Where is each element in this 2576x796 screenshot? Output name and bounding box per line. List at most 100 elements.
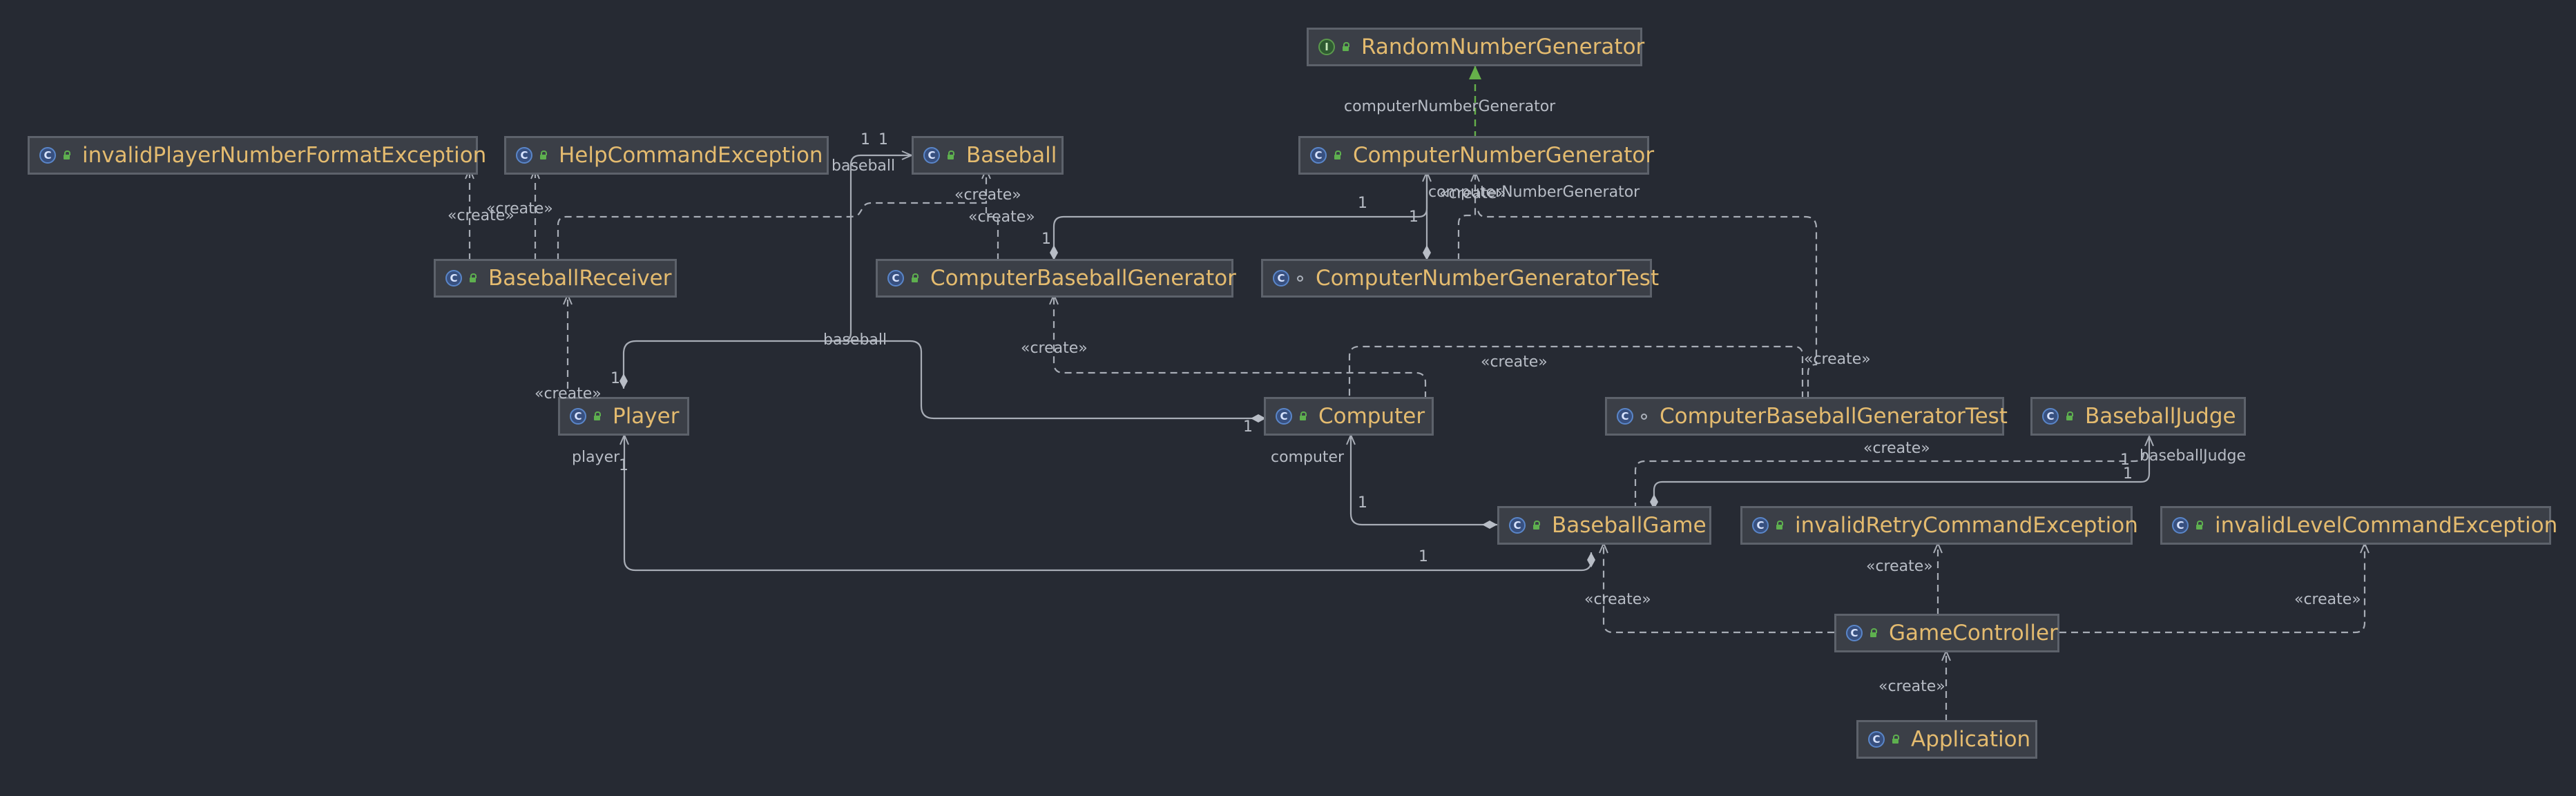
public-visibility-icon [1531,521,1541,530]
edge-label-create: «create» [1584,591,1651,608]
edge-label-role: baseball [832,157,896,175]
class-icon: C [2042,408,2059,425]
class-icon: C [1617,408,1633,425]
edge-label-multiplicity: 1 [619,457,628,474]
edge-label-multiplicity: 1 [1419,548,1428,565]
edge-label-create: «create» [954,186,1021,204]
public-visibility-icon [538,151,548,160]
association-edge [624,155,912,389]
package-visibility-icon [1639,411,1649,421]
class-name: ComputerNumberGeneratorTest [1316,266,1660,291]
edge-label-role: computerNumberGenerator [1344,98,1556,115]
edge-label-create: «create» [535,385,602,402]
class-icon: C [39,147,56,164]
edge-label-create: «create» [968,208,1035,226]
public-visibility-icon [1890,735,1900,744]
edge-label-role: computer [1271,449,1345,466]
association-edge [624,435,1591,572]
association-edge [1654,436,2149,509]
class-node-invalidretrycommandexception[interactable]: C invalidRetryCommandException [1740,506,2138,545]
class-name: BaseballGame [1552,513,1707,538]
public-visibility-icon [2064,411,2074,421]
edge-label-multiplicity: 1 [1409,208,1419,226]
class-name: RandomNumberGenerator [1361,35,1645,59]
class-name: Computer [1318,404,1425,429]
class-icon: C [1868,731,1885,748]
public-visibility-icon [910,273,919,283]
public-visibility-icon [592,411,602,421]
class-name: invalidPlayerNumberFormatException [82,143,487,168]
class-icon: C [516,147,532,164]
class-icon: C [2172,517,2189,534]
class-icon: C [1276,408,1292,425]
edge-label-multiplicity: 1 [1041,231,1051,248]
dependency-edge [2059,543,2365,634]
class-node-randomnumbergenerator[interactable]: I RandomNumberGenerator [1307,28,1645,66]
dependency-edge [1457,172,1475,260]
edge-label-create: «create» [1439,185,1506,202]
edge-label-role: computerNumberGenerator [1428,184,1640,201]
edge-label-create: «create» [1866,558,1933,575]
public-visibility-icon [1332,151,1342,160]
edge-label-multiplicity: 1 [1243,418,1253,436]
class-node-computerbaseballgeneratortest[interactable]: C ComputerBaseballGeneratorTest [1605,397,2008,436]
class-node-baseballreceiver[interactable]: C BaseballReceiver [434,259,677,298]
public-visibility-icon [1340,42,1350,52]
class-node-invalidlevelcommandexception[interactable]: C invalidLevelCommandException [2160,506,2557,545]
edge-label-multiplicity: 1 [878,131,888,148]
dependency-edge [985,207,999,260]
edge-label-create: «create» [2294,591,2361,608]
class-icon: C [1752,517,1769,534]
class-node-computernumbergeneratortest[interactable]: C ComputerNumberGeneratorTest [1261,259,1659,298]
class-node-player[interactable]: C Player [558,397,689,436]
class-name: BaseballJudge [2085,404,2236,429]
class-icon: C [445,270,462,287]
class-icon: C [887,270,904,287]
edge-label-multiplicity: 1 [611,370,620,387]
dependency-edge [1348,345,1804,398]
association-edge [843,340,1266,423]
edge-label-multiplicity: 1 [1358,195,1367,212]
class-node-computernumbergenerator[interactable]: C ComputerNumberGenerator [1298,136,1654,175]
association-edge [1351,435,1497,525]
association-edge [1054,172,1427,260]
class-node-computerbaseballgenerator[interactable]: C ComputerBaseballGenerator [876,259,1236,298]
class-node-gamecontroller[interactable]: C GameController [1834,614,2059,652]
edge-label-multiplicity: 1 [2123,465,2133,483]
class-icon: C [923,147,940,164]
class-node-application[interactable]: C Application [1856,720,2037,759]
edge-label-multiplicity: 1 [2120,452,2130,469]
class-name: Application [1911,727,2031,752]
class-name: ComputerBaseballGeneratorTest [1660,404,2008,429]
class-name: HelpCommandException [559,143,823,168]
dependency-edge [557,169,986,260]
edge-label-create: «create» [1804,351,1871,368]
class-node-computer[interactable]: C Computer [1264,397,1434,436]
class-icon: C [1846,625,1863,641]
class-node-baseballgame[interactable]: C BaseballGame [1497,506,1711,545]
dependency-edge [1604,543,1834,634]
edge-label-multiplicity: 1 [861,131,870,148]
edge-label-create: «create» [486,200,553,217]
edge-label-create: «create» [1863,440,1930,457]
class-name: GameController [1889,621,2058,645]
class-name: BaseballReceiver [488,266,672,291]
dependency-edge [1634,452,2145,509]
class-name: ComputerBaseballGenerator [930,266,1236,291]
edge-label-create: «create» [1021,340,1088,357]
class-name: Baseball [966,143,1057,168]
class-node-baseball[interactable]: C Baseball [912,136,1064,175]
dependency-edge [1477,208,1818,398]
class-name: Player [613,404,680,429]
class-node-invalidplayernumberformatexception[interactable]: C invalidPlayerNumberFormatException [28,136,486,175]
edge-label-create: «create» [448,207,515,224]
public-visibility-icon [1774,521,1784,530]
class-node-baseballjudge[interactable]: C BaseballJudge [2030,397,2246,436]
edge-label-multiplicity: 1 [1358,494,1367,512]
public-visibility-icon [61,151,71,160]
class-node-helpcommandexception[interactable]: C HelpCommandException [504,136,829,175]
public-visibility-icon [1868,628,1878,638]
public-visibility-icon [945,151,955,160]
public-visibility-icon [468,273,477,283]
